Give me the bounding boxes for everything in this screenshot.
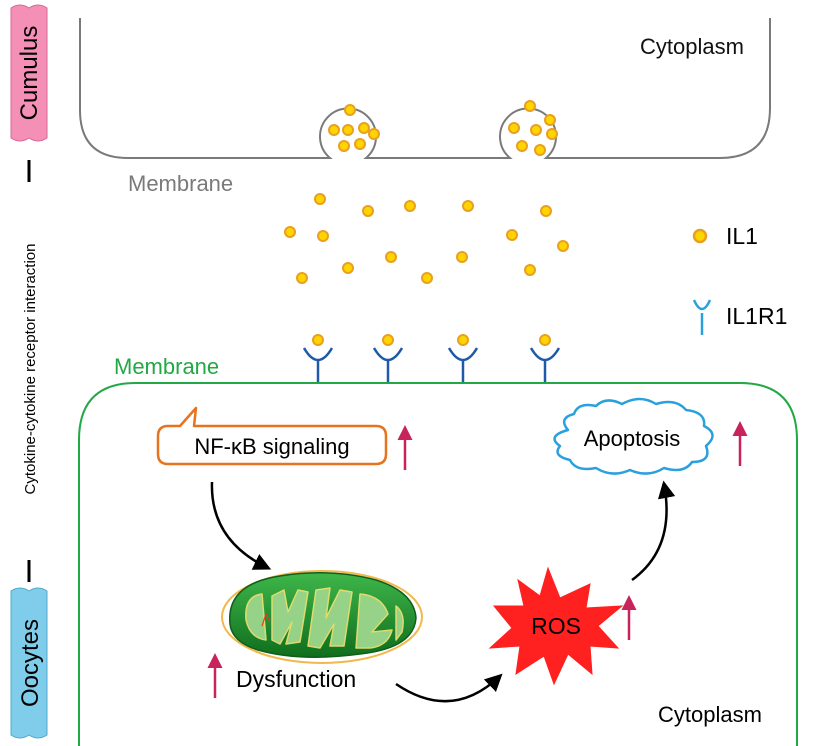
il1-particle <box>328 124 340 136</box>
il1-particle <box>516 140 528 152</box>
free-il1-particles <box>284 193 569 284</box>
il1-particle <box>404 200 416 212</box>
il1-particle <box>540 205 552 217</box>
bound-il1-particle <box>382 334 394 346</box>
oocyte-membrane <box>78 382 798 746</box>
nfkb-to-mito-arrow <box>210 481 272 570</box>
il1-particle <box>456 251 468 263</box>
cumulus-cell-outline <box>79 18 771 159</box>
ros-burst-shape <box>488 566 624 686</box>
il1-particle <box>284 226 296 238</box>
il1r1-receptor <box>529 347 561 383</box>
bound-il1-particle <box>312 334 324 346</box>
mito-red-mark <box>261 612 271 627</box>
il1-particle <box>534 144 546 156</box>
il1-particle <box>296 272 308 284</box>
il1-particle <box>368 128 380 140</box>
side-column: Cumulus Cytokine-cytokine receptor inter… <box>10 4 48 739</box>
il1-particle <box>385 251 397 263</box>
ros-label: ROS <box>531 613 581 639</box>
il1-particle <box>338 140 350 152</box>
mito-to-ros-arrow <box>395 673 503 703</box>
il1-particle <box>314 193 326 205</box>
bound-il1-particle <box>539 334 551 346</box>
il1-particle <box>344 104 356 116</box>
legend: IL1 IL1R1 <box>692 223 787 335</box>
il1-particle <box>342 124 354 136</box>
il1-particle <box>506 229 518 241</box>
cumulus-cytoplasm-label: Cytoplasm <box>640 34 744 59</box>
dysfunction-label: Dysfunction <box>236 666 356 692</box>
mitochondrion <box>221 570 423 664</box>
il1-particle <box>546 128 558 140</box>
cumulus-cell: Cytoplasm Membrane <box>79 18 771 196</box>
il1-particle <box>462 200 474 212</box>
legend-il1r1-icon <box>692 299 712 335</box>
il1-particle <box>524 100 536 112</box>
il1-particle <box>342 262 354 274</box>
cumulus-label: Cumulus <box>16 26 43 121</box>
il1-particle <box>317 230 329 242</box>
interaction-label: Cytokine-cytokine receptor interaction <box>22 244 39 495</box>
ros-to-apoptosis-arrow <box>631 480 676 582</box>
nfkb-label: NF-κB signaling <box>194 434 349 459</box>
il1-particle <box>524 264 536 276</box>
il1-particle <box>557 240 569 252</box>
vesicle-left <box>328 104 380 152</box>
oocyte-cytoplasm-label: Cytoplasm <box>658 702 762 727</box>
il1-particle <box>530 124 542 136</box>
il1r1-receptors <box>302 334 561 383</box>
ros-burst: ROS <box>488 566 624 686</box>
il1-particle <box>354 138 366 150</box>
il1-particle <box>508 122 520 134</box>
il1-particle <box>358 122 370 134</box>
mito-outer-shadow <box>221 570 423 664</box>
mito-cristae <box>245 587 404 649</box>
nfkb-bubble <box>156 406 388 466</box>
il1r1-receptor <box>447 347 479 383</box>
il1-particle <box>544 114 556 126</box>
apoptosis-label: Apoptosis <box>584 426 681 451</box>
oocytes-label: Oocytes <box>17 619 44 707</box>
vesicle-right <box>508 100 558 156</box>
legend-il1-icon <box>692 228 708 244</box>
legend-il1-label: IL1 <box>726 223 758 249</box>
il1-particle <box>362 205 374 217</box>
oocyte-cell: Membrane Cytoplasm <box>78 354 798 746</box>
il1r1-receptor <box>302 347 334 383</box>
il1r1-receptor <box>372 347 404 383</box>
cumulus-tag <box>10 4 48 142</box>
oocytes-tag <box>10 587 48 739</box>
legend-il1r1-label: IL1R1 <box>726 303 787 329</box>
bound-il1-particle <box>457 334 469 346</box>
nfkb-signaling-box: NF-κB signaling <box>156 406 388 466</box>
il1-particle <box>421 272 433 284</box>
cumulus-membrane-label: Membrane <box>128 171 233 196</box>
apoptosis-cloud: Apoptosis <box>553 397 714 475</box>
oocyte-membrane-label: Membrane <box>114 354 219 379</box>
apoptosis-cloud-shape <box>553 397 714 475</box>
